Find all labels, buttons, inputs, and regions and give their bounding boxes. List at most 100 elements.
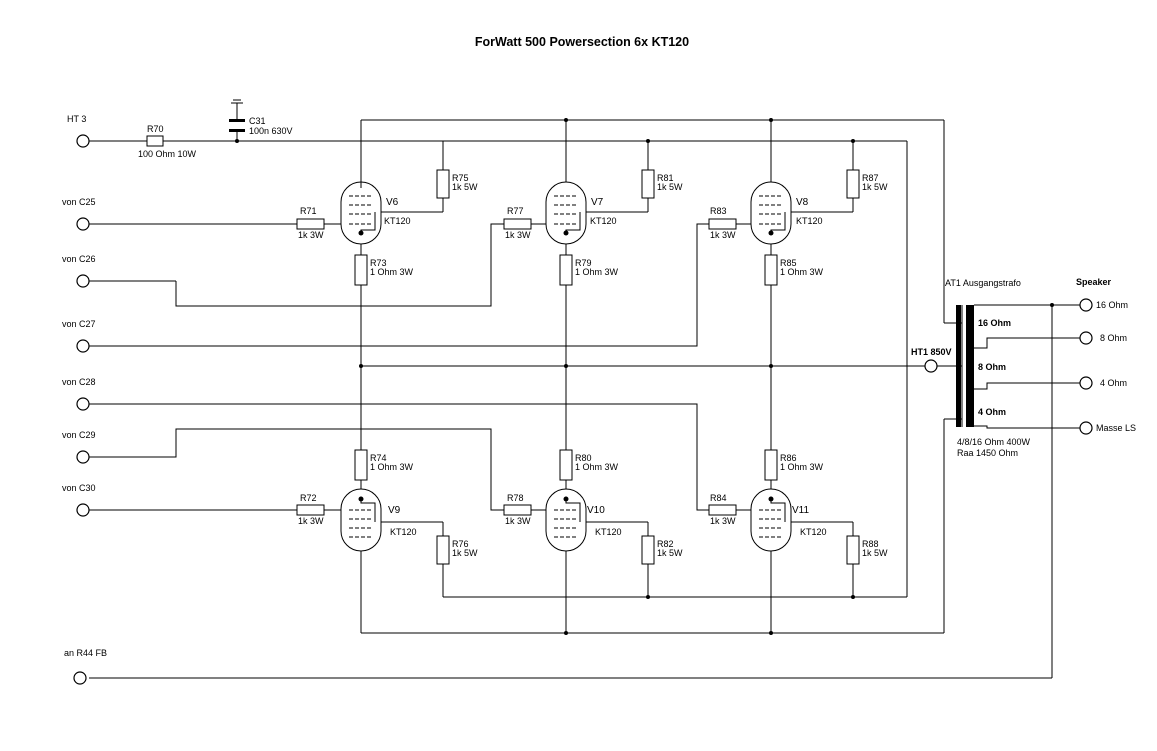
svg-text:R78: R78 xyxy=(507,493,524,503)
tube-v11: V11 KT120 xyxy=(750,488,827,552)
svg-text:V7: V7 xyxy=(591,197,604,208)
label-c29: von C29 xyxy=(62,430,96,440)
r79-resistor: R79 1 Ohm 3W xyxy=(559,254,619,286)
r78-resistor: R78 1k 3W xyxy=(503,493,532,526)
svg-text:1k 5W: 1k 5W xyxy=(862,548,888,558)
r87-resistor: R87 1k 5W xyxy=(846,169,888,199)
terminal-8-ohm xyxy=(1079,331,1093,345)
svg-text:1k 3W: 1k 3W xyxy=(710,230,736,240)
svg-text:R88: R88 xyxy=(862,539,879,549)
label-c25: von C25 xyxy=(62,197,96,207)
svg-text:R85: R85 xyxy=(780,258,797,268)
svg-text:R81: R81 xyxy=(657,173,674,183)
svg-text:C31: C31 xyxy=(249,116,266,126)
output-transformer: AT1 Ausgangstrafo HT1 850V 16 Ohm 8 Ohm … xyxy=(911,278,1031,458)
svg-text:R83: R83 xyxy=(710,206,727,216)
svg-text:V8: V8 xyxy=(796,197,809,208)
label-c27: von C27 xyxy=(62,319,96,329)
svg-text:R70: R70 xyxy=(147,124,164,134)
speaker-masse: Masse LS xyxy=(1096,423,1136,433)
r88-resistor: R88 1k 5W xyxy=(846,535,888,565)
r82-resistor: R82 1k 5W xyxy=(641,535,683,565)
svg-text:R72: R72 xyxy=(300,493,317,503)
wires xyxy=(89,99,1080,679)
svg-text:R87: R87 xyxy=(862,173,879,183)
terminal-ht3 xyxy=(76,134,90,148)
svg-text:8 Ohm: 8 Ohm xyxy=(978,362,1006,372)
svg-text:AT1 Ausgangstrafo: AT1 Ausgangstrafo xyxy=(945,278,1021,288)
svg-text:HT1 850V: HT1 850V xyxy=(911,347,952,357)
r72-resistor: R72 1k 3W xyxy=(296,493,325,526)
svg-text:R71: R71 xyxy=(300,206,317,216)
terminal-r44 xyxy=(73,671,87,685)
svg-text:R74: R74 xyxy=(370,453,387,463)
svg-text:1k 3W: 1k 3W xyxy=(710,516,736,526)
svg-text:100 Ohm 10W: 100 Ohm 10W xyxy=(138,149,197,159)
terminal-c27 xyxy=(76,339,90,353)
svg-text:1k 3W: 1k 3W xyxy=(298,516,324,526)
label-ht3: HT 3 xyxy=(67,114,86,124)
speaker-16-ohm: 16 Ohm xyxy=(1096,300,1128,310)
svg-text:1k 5W: 1k 5W xyxy=(452,182,478,192)
speaker-4-ohm: 4 Ohm xyxy=(1100,378,1127,388)
r84-resistor: R84 1k 3W xyxy=(708,493,737,526)
svg-text:KT120: KT120 xyxy=(796,216,823,226)
schematic-title: ForWatt 500 Powersection 6x KT120 xyxy=(475,35,689,49)
svg-text:1 Ohm 3W: 1 Ohm 3W xyxy=(575,267,619,277)
junction-dots xyxy=(235,118,1054,635)
tube-v6: V6 KT120 xyxy=(340,181,411,245)
svg-text:1k 3W: 1k 3W xyxy=(505,516,531,526)
terminal-16-ohm xyxy=(1079,298,1093,312)
svg-text:R76: R76 xyxy=(452,539,469,549)
r83-resistor: R83 1k 3W xyxy=(708,206,737,240)
svg-text:V11: V11 xyxy=(792,505,809,516)
label-r44: an R44 FB xyxy=(64,648,107,658)
svg-text:R86: R86 xyxy=(780,453,797,463)
svg-text:R79: R79 xyxy=(575,258,592,268)
svg-text:1 Ohm 3W: 1 Ohm 3W xyxy=(575,462,619,472)
r76-resistor: R76 1k 5W xyxy=(436,535,478,565)
label-c30: von C30 xyxy=(62,483,96,493)
terminal-ht1 xyxy=(924,359,938,373)
svg-text:KT120: KT120 xyxy=(384,216,411,226)
terminal-masse xyxy=(1079,421,1093,435)
r86-resistor: R86 1 Ohm 3W xyxy=(764,449,824,481)
tube-v7: V7 KT120 xyxy=(545,181,617,245)
svg-text:R82: R82 xyxy=(657,539,674,549)
svg-text:R73: R73 xyxy=(370,258,387,268)
label-c26: von C26 xyxy=(62,254,96,264)
terminal-c28 xyxy=(76,397,90,411)
svg-text:4/8/16 Ohm 400W: 4/8/16 Ohm 400W xyxy=(957,437,1031,447)
c31-capacitor: C31 100n 630V xyxy=(229,116,293,136)
terminal-c29 xyxy=(76,450,90,464)
svg-text:1k 3W: 1k 3W xyxy=(298,230,324,240)
svg-text:KT120: KT120 xyxy=(590,216,617,226)
tube-v8: V8 KT120 xyxy=(750,181,823,245)
r77-resistor: R77 1k 3W xyxy=(503,206,532,240)
svg-text:Raa 1450 Ohm: Raa 1450 Ohm xyxy=(957,448,1018,458)
tube-v10: V10 KT120 xyxy=(545,488,622,552)
terminal-c25 xyxy=(76,217,90,231)
svg-text:1k 3W: 1k 3W xyxy=(505,230,531,240)
svg-text:1 Ohm 3W: 1 Ohm 3W xyxy=(370,267,414,277)
terminal-4-ohm xyxy=(1079,376,1093,390)
svg-text:100n 630V: 100n 630V xyxy=(249,126,293,136)
r73-resistor: R73 1 Ohm 3W xyxy=(354,254,414,286)
speaker-8-ohm: 8 Ohm xyxy=(1100,333,1127,343)
svg-text:1k 5W: 1k 5W xyxy=(452,548,478,558)
r81-resistor: R81 1k 5W xyxy=(641,169,683,199)
r80-resistor: R80 1 Ohm 3W xyxy=(559,449,619,481)
svg-text:4 Ohm: 4 Ohm xyxy=(978,407,1006,417)
r75-resistor: R75 1k 5W xyxy=(436,169,478,199)
svg-text:1 Ohm 3W: 1 Ohm 3W xyxy=(780,267,824,277)
svg-text:V9: V9 xyxy=(388,505,401,516)
svg-text:1 Ohm 3W: 1 Ohm 3W xyxy=(780,462,824,472)
r74-resistor: R74 1 Ohm 3W xyxy=(354,449,414,481)
speaker-heading: Speaker xyxy=(1076,277,1112,287)
svg-text:R77: R77 xyxy=(507,206,524,216)
svg-text:1 Ohm 3W: 1 Ohm 3W xyxy=(370,462,414,472)
terminal-c26 xyxy=(76,274,90,288)
svg-text:1k 5W: 1k 5W xyxy=(657,548,683,558)
